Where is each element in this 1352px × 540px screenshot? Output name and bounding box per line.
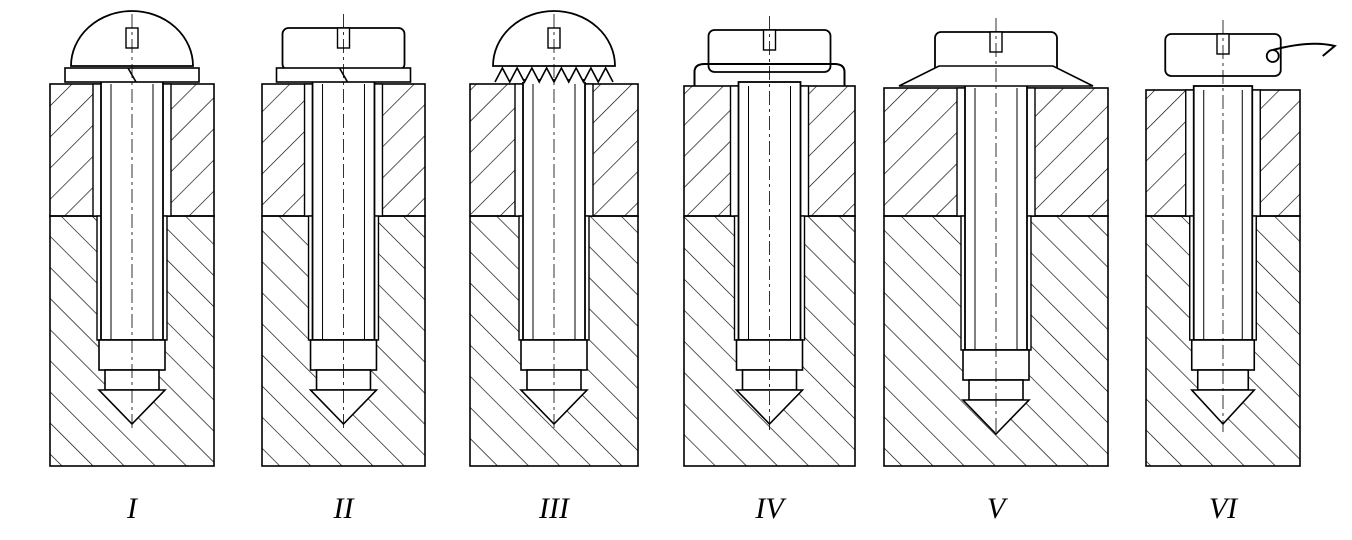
panel-label: V — [987, 492, 1009, 525]
panel-label: II — [333, 492, 356, 525]
panel-label: VI — [1209, 492, 1239, 525]
wire-hole — [1265, 49, 1280, 63]
panel-ii: II — [261, 14, 426, 525]
tab-washer — [693, 63, 846, 86]
panel-label: IV — [754, 492, 787, 525]
panel-v: V — [883, 18, 1109, 525]
panel-label: III — [538, 492, 571, 525]
drill-point-cone — [734, 389, 805, 426]
panel-i: I — [49, 10, 215, 525]
panel-label: I — [126, 492, 139, 525]
lock-wire — [1272, 42, 1337, 57]
panel-iii: III — [469, 10, 639, 525]
panel-vi: VI — [1145, 20, 1337, 525]
panel-iv: IV — [683, 16, 856, 525]
